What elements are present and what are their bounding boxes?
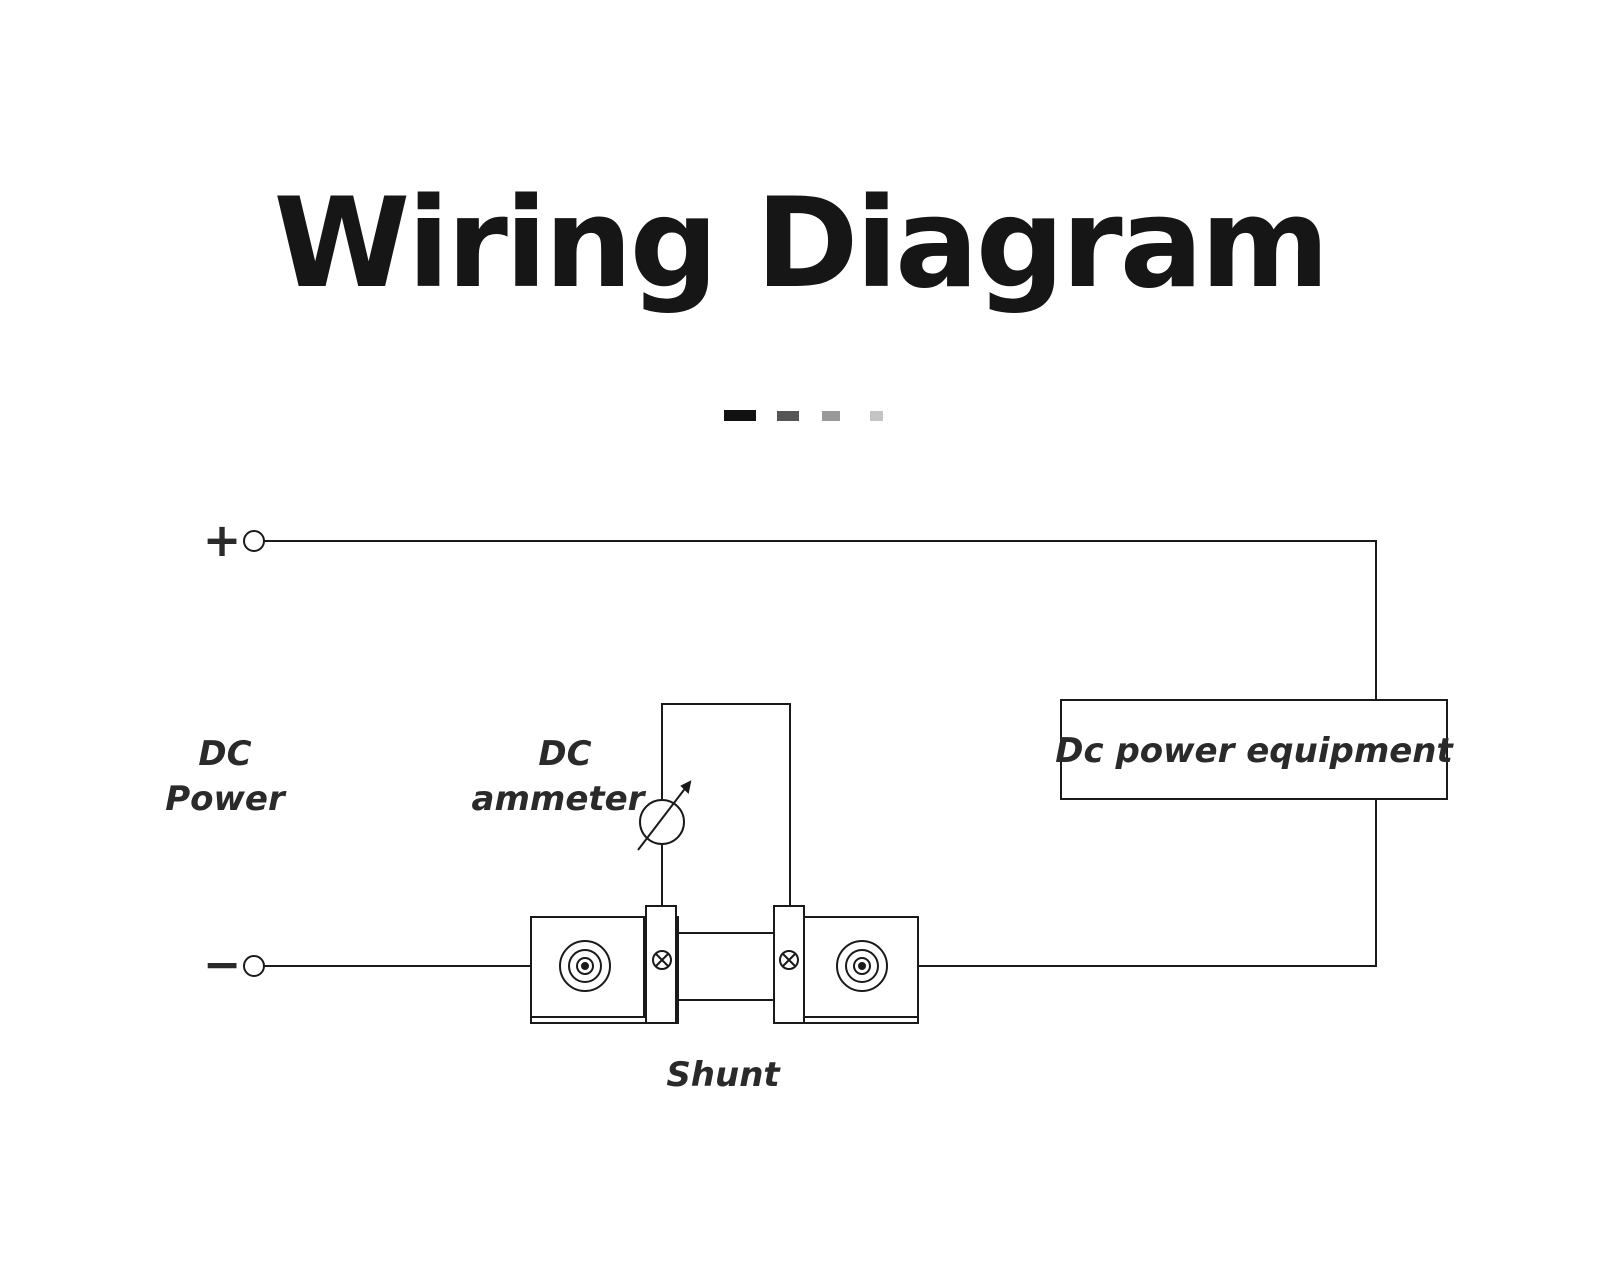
shunt-right-sense-terminal (773, 905, 805, 1024)
negative-terminal (243, 955, 265, 977)
divider-dash-4 (870, 411, 883, 421)
title-divider-dashes (724, 410, 883, 421)
return-wire (862, 799, 1377, 967)
dc-ammeter-label-line1: DC (538, 734, 591, 774)
shunt-right-bolt (836, 940, 888, 992)
dc-power-equipment-label: Dc power equipment (1055, 731, 1454, 771)
dc-power-equipment-box (1060, 699, 1448, 800)
ammeter-needle-arrowhead (680, 780, 692, 795)
shunt-left-bolt (559, 940, 611, 992)
shunt-label: Shunt (666, 1055, 781, 1095)
dc-ammeter-label-line2: ammeter (472, 779, 647, 819)
positive-terminal (243, 530, 265, 552)
page-title: Wiring Diagram (273, 172, 1329, 316)
shunt-left-sense-terminal (645, 905, 677, 1024)
dc-power-label-line2: Power (165, 779, 287, 819)
divider-dash-3 (822, 411, 840, 421)
ammeter-needle (637, 781, 691, 851)
dc-power-label-line1: DC (198, 734, 251, 774)
divider-dash-2 (777, 411, 799, 421)
shunt-right-sense-screw (779, 950, 799, 970)
shunt-left-sense-screw (652, 950, 672, 970)
minus-label: − (203, 937, 242, 991)
positive-wire (264, 540, 1377, 700)
plus-label: + (203, 513, 242, 567)
shunt-right-block (803, 916, 919, 1024)
divider-dash-1 (724, 410, 756, 421)
